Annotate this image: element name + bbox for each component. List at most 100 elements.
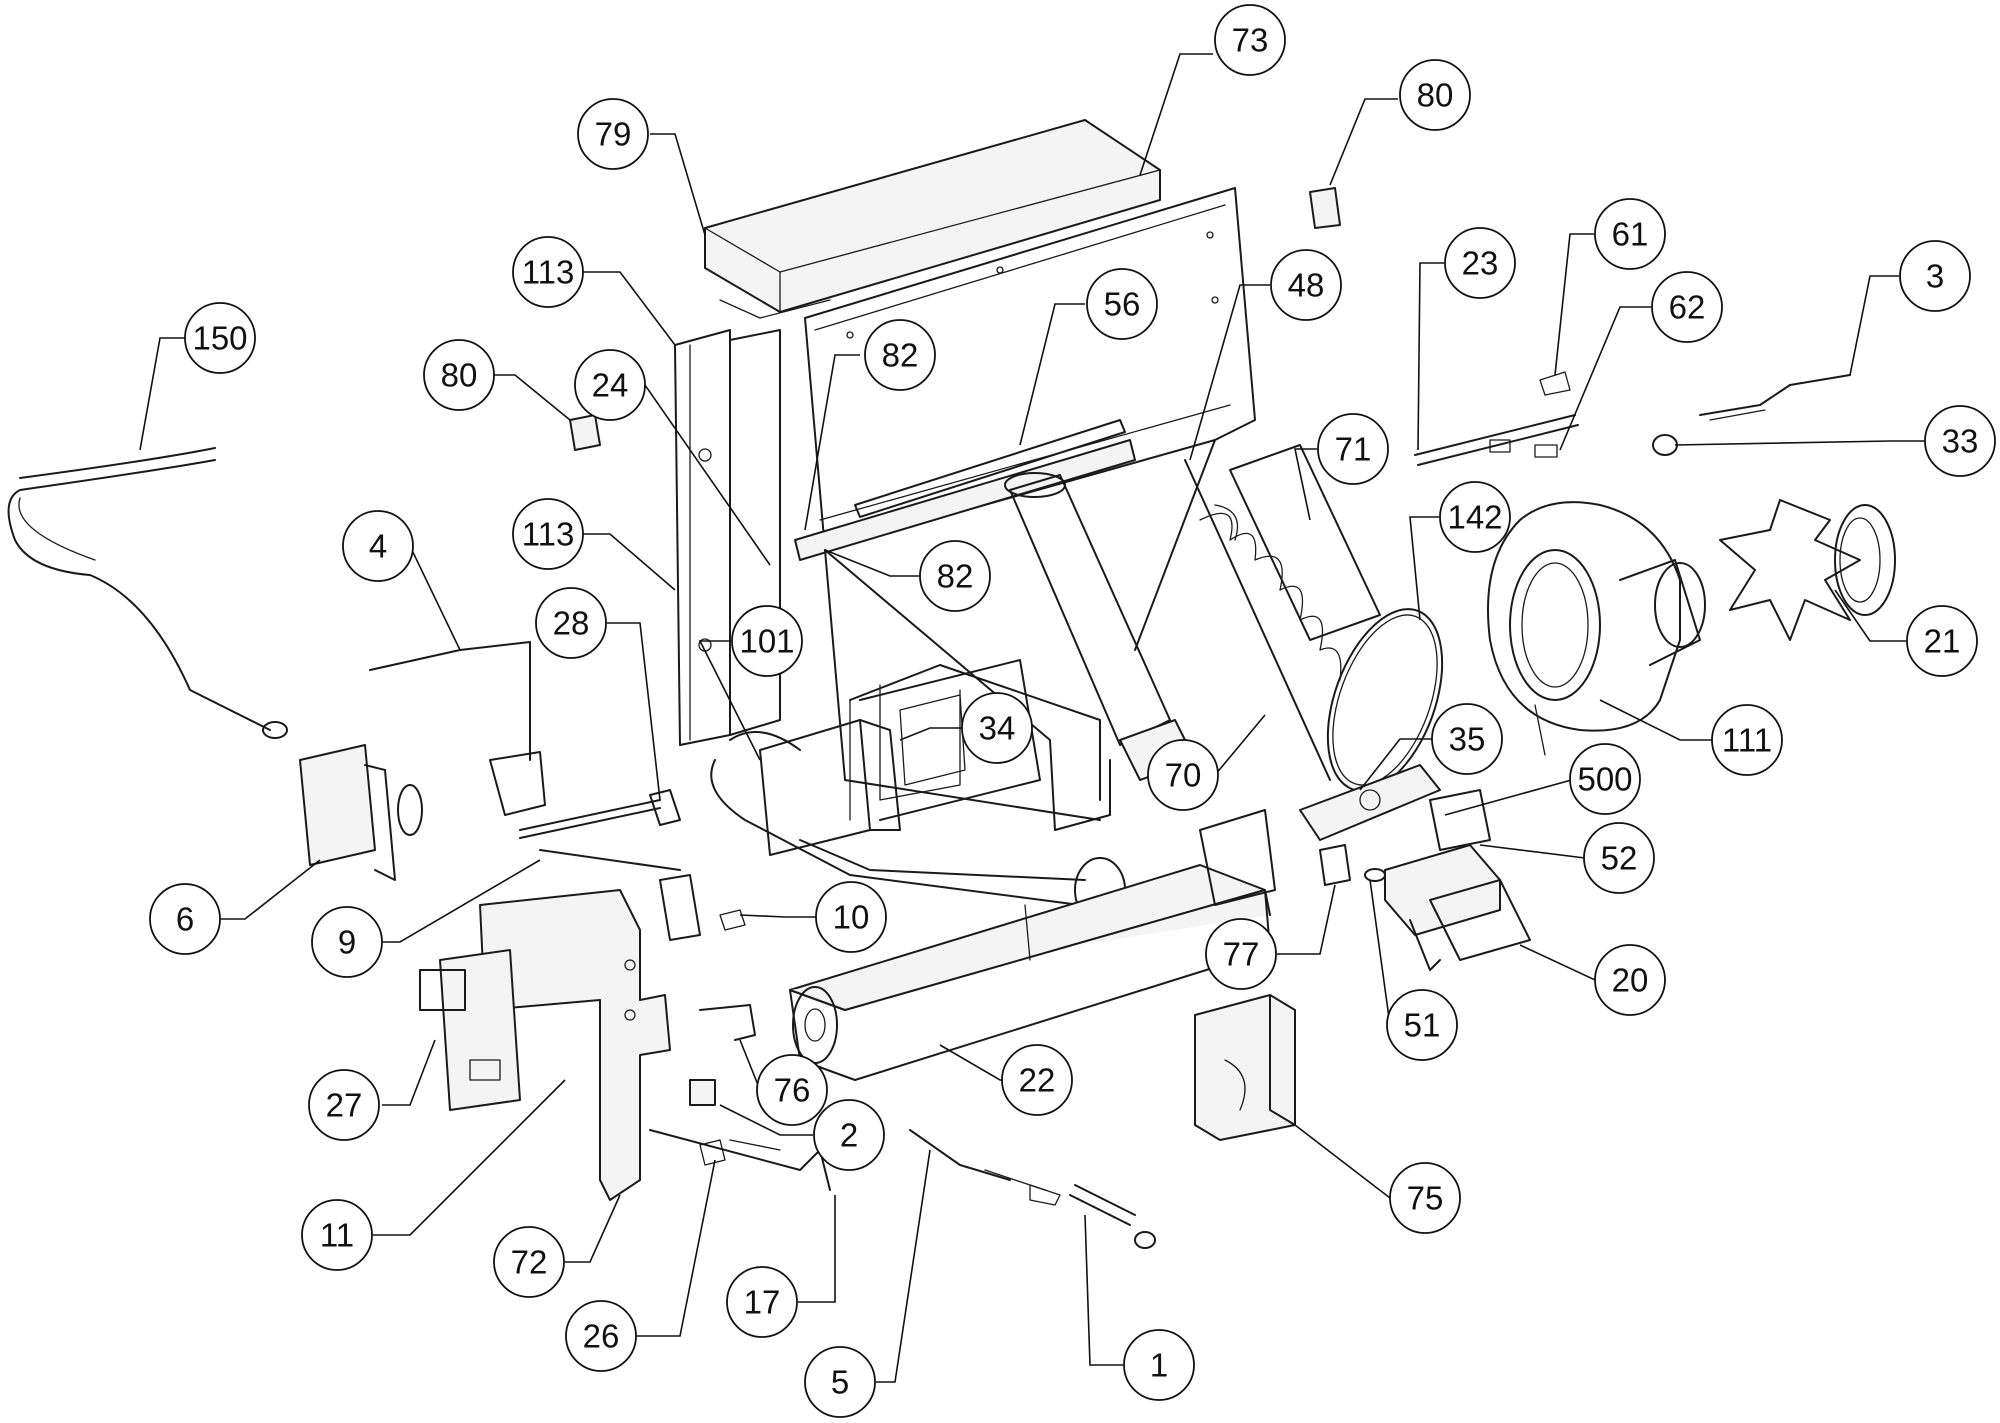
part-hopper-body: [824, 439, 1216, 831]
callout-label: 11: [320, 1217, 354, 1254]
callout-label: 35: [1449, 721, 1486, 758]
callout-label: 23: [1462, 245, 1499, 282]
callout-113[interactable]: 113: [512, 236, 584, 308]
callout-62[interactable]: 62: [1651, 271, 1723, 343]
callout-82[interactable]: 82: [864, 319, 936, 391]
leader-33: [1674, 440, 1925, 446]
leader-34: [899, 727, 962, 741]
callout-26[interactable]: 26: [565, 1300, 637, 1372]
callout-6[interactable]: 6: [149, 883, 221, 955]
part-wiring-harness: [649, 1129, 831, 1191]
callout-72[interactable]: 72: [493, 1226, 565, 1298]
callout-51[interactable]: 51: [1386, 989, 1458, 1061]
callout-76[interactable]: 76: [756, 1054, 828, 1126]
callout-24[interactable]: 24: [574, 349, 646, 421]
callout-label: 20: [1612, 962, 1649, 999]
part-hopper-cover: [704, 119, 1161, 319]
callout-80[interactable]: 80: [1399, 59, 1471, 131]
callout-label: 33: [1942, 423, 1979, 460]
callout-label: 34: [979, 710, 1016, 747]
callout-20[interactable]: 20: [1594, 944, 1666, 1016]
callout-4[interactable]: 4: [342, 510, 414, 582]
callout-101[interactable]: 101: [731, 605, 803, 677]
leader-80b: [484, 374, 571, 421]
callout-5[interactable]: 5: [804, 1346, 876, 1418]
callout-79[interactable]: 79: [577, 98, 649, 170]
callout-11[interactable]: 11: [301, 1199, 373, 1271]
callout-label: 52: [1601, 840, 1638, 877]
callout-52[interactable]: 52: [1583, 822, 1655, 894]
part-flange-plate: [1299, 764, 1441, 841]
leader-113b: [571, 533, 676, 591]
part-rod-assembly: [909, 1129, 1156, 1249]
callout-27[interactable]: 27: [308, 1069, 380, 1141]
part-gasket-ring: [1326, 608, 1444, 792]
callout-22[interactable]: 22: [1001, 1044, 1073, 1116]
callout-label: 75: [1407, 1180, 1444, 1217]
leader-61: [1554, 233, 1594, 376]
part-brackets: [699, 844, 1351, 1041]
leader-5: [876, 1149, 931, 1383]
callout-23[interactable]: 23: [1444, 227, 1516, 299]
callout-label: 61: [1612, 216, 1649, 253]
callout-48[interactable]: 48: [1270, 249, 1342, 321]
part-thermocouple: [369, 641, 546, 816]
callout-111[interactable]: 111: [1711, 704, 1783, 776]
callout-label: 17: [744, 1284, 781, 1321]
callout-label: 5: [831, 1364, 849, 1401]
callout-75[interactable]: 75: [1389, 1162, 1461, 1234]
part-plates: [569, 187, 1341, 451]
callout-10[interactable]: 10: [815, 881, 887, 953]
callout-70[interactable]: 70: [1147, 739, 1219, 811]
callout-label: 82: [937, 558, 974, 595]
callout-33[interactable]: 33: [1924, 405, 1996, 477]
callout-142[interactable]: 142: [1439, 481, 1511, 553]
part-side-rails: [674, 329, 781, 746]
leader-3: [1849, 275, 1899, 376]
callout-9[interactable]: 9: [311, 906, 383, 978]
callout-82[interactable]: 82: [919, 540, 991, 612]
leader-150: [139, 337, 185, 451]
leader-82a: [804, 354, 860, 531]
callout-3[interactable]: 3: [1899, 240, 1971, 312]
callout-label: 77: [1223, 936, 1260, 973]
callout-71[interactable]: 71: [1317, 413, 1389, 485]
callout-35[interactable]: 35: [1431, 703, 1503, 775]
callout-77[interactable]: 77: [1205, 918, 1277, 990]
leader-48: [1189, 284, 1270, 461]
leader-28: [607, 622, 661, 801]
callout-56[interactable]: 56: [1086, 268, 1158, 340]
callout-label: 10: [833, 899, 870, 936]
callout-61[interactable]: 61: [1594, 198, 1666, 270]
callout-label: 26: [583, 1318, 620, 1355]
callout-500[interactable]: 500: [1569, 743, 1641, 815]
leader-10: [739, 914, 816, 918]
leader-23: [1417, 262, 1445, 451]
callout-73[interactable]: 73: [1214, 4, 1286, 76]
callout-1[interactable]: 1: [1123, 1329, 1195, 1401]
part-control-bracket: [479, 889, 671, 1201]
callout-17[interactable]: 17: [726, 1266, 798, 1338]
callout-label: 142: [1447, 499, 1502, 536]
callout-80[interactable]: 80: [423, 339, 495, 411]
callout-label: 21: [1924, 623, 1961, 660]
callout-113[interactable]: 113: [512, 498, 584, 570]
callout-label: 71: [1335, 431, 1372, 468]
leader-27: [382, 1039, 436, 1106]
callout-21[interactable]: 21: [1906, 605, 1978, 677]
callout-34[interactable]: 34: [961, 692, 1033, 764]
callouts: 73 80 79 113 150 80 24 82 56 48 23 61 62…: [149, 4, 1996, 1418]
callout-label: 1: [1150, 1347, 1168, 1384]
callout-label: 79: [595, 116, 632, 153]
callout-label: 113: [522, 516, 575, 553]
callout-2[interactable]: 2: [813, 1099, 885, 1171]
callout-150[interactable]: 150: [184, 302, 256, 374]
part-heat-exchanger: [789, 809, 1276, 1081]
leader-1: [1084, 1214, 1123, 1366]
part-blower-wheel: [1719, 499, 1896, 641]
callout-28[interactable]: 28: [535, 587, 607, 659]
callout-label: 76: [774, 1072, 811, 1109]
callout-label: 48: [1288, 267, 1325, 304]
callout-label: 500: [1577, 761, 1632, 798]
